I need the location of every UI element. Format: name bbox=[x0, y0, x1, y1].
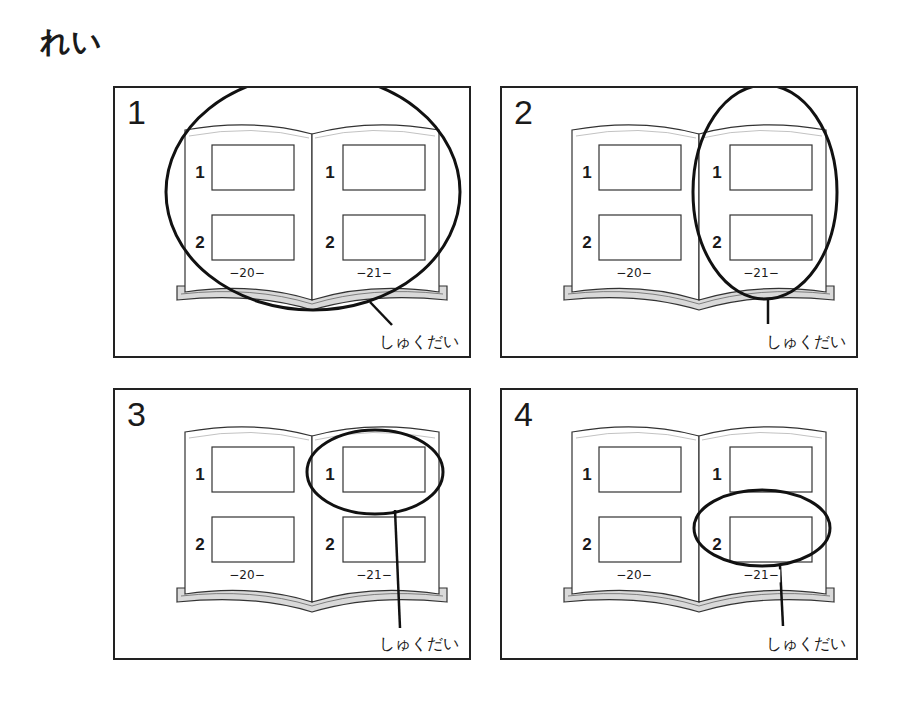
panel-number: 4 bbox=[514, 396, 533, 433]
panel-number: 3 bbox=[127, 396, 146, 433]
panel-number: 1 bbox=[127, 94, 146, 131]
callout-label: しゅくだい bbox=[764, 333, 848, 351]
page-number: −20− bbox=[227, 267, 266, 280]
highlight-ellipse bbox=[694, 490, 830, 566]
section-number: 2 bbox=[582, 234, 591, 253]
book-illustration bbox=[502, 88, 856, 356]
section-number: 1 bbox=[325, 466, 334, 485]
page-number: −21− bbox=[741, 267, 780, 280]
callout-label: しゅくだい bbox=[377, 333, 461, 351]
book-illustration bbox=[115, 390, 469, 658]
callout-label: しゅくだい bbox=[764, 635, 848, 653]
section-number: 1 bbox=[195, 466, 204, 485]
section-number: 2 bbox=[195, 536, 204, 555]
book-illustration bbox=[115, 88, 469, 356]
section-number: 1 bbox=[712, 466, 721, 485]
example-panel: 1 1 1 2 2 −20− −21− しゅくだい bbox=[113, 86, 471, 358]
page-number: −21− bbox=[741, 569, 780, 582]
book-illustration bbox=[502, 390, 856, 658]
section-number: 2 bbox=[195, 234, 204, 253]
section-number: 2 bbox=[325, 234, 334, 253]
section-number: 2 bbox=[712, 234, 721, 253]
page-number: −20− bbox=[614, 267, 653, 280]
example-panel: 4 1 1 2 2 −20− −21− しゅくだい bbox=[500, 388, 858, 660]
panel-number: 2 bbox=[514, 94, 533, 131]
page-title: れい bbox=[40, 22, 102, 63]
highlight-ellipse bbox=[166, 88, 460, 310]
section-number: 1 bbox=[195, 164, 204, 183]
example-panel: 2 1 1 2 2 −20− −21− しゅくだい bbox=[500, 86, 858, 358]
leader-line bbox=[395, 510, 400, 628]
highlight-ellipse bbox=[307, 430, 443, 514]
page-number: −20− bbox=[614, 569, 653, 582]
leader-line bbox=[767, 298, 770, 324]
section-number: 2 bbox=[582, 536, 591, 555]
section-number: 1 bbox=[325, 164, 334, 183]
section-number: 2 bbox=[712, 536, 721, 555]
section-number: 1 bbox=[712, 164, 721, 183]
page-number: −21− bbox=[354, 569, 393, 582]
page-number: −21− bbox=[354, 267, 393, 280]
example-panel: 3 1 1 2 2 −20− −21− しゅくだい bbox=[113, 388, 471, 660]
callout-label: しゅくだい bbox=[377, 635, 461, 653]
leader-line bbox=[370, 302, 392, 325]
section-number: 1 bbox=[582, 466, 591, 485]
section-number: 1 bbox=[582, 164, 591, 183]
page-number: −20− bbox=[227, 569, 266, 582]
section-number: 2 bbox=[325, 536, 334, 555]
highlight-ellipse bbox=[693, 88, 837, 299]
